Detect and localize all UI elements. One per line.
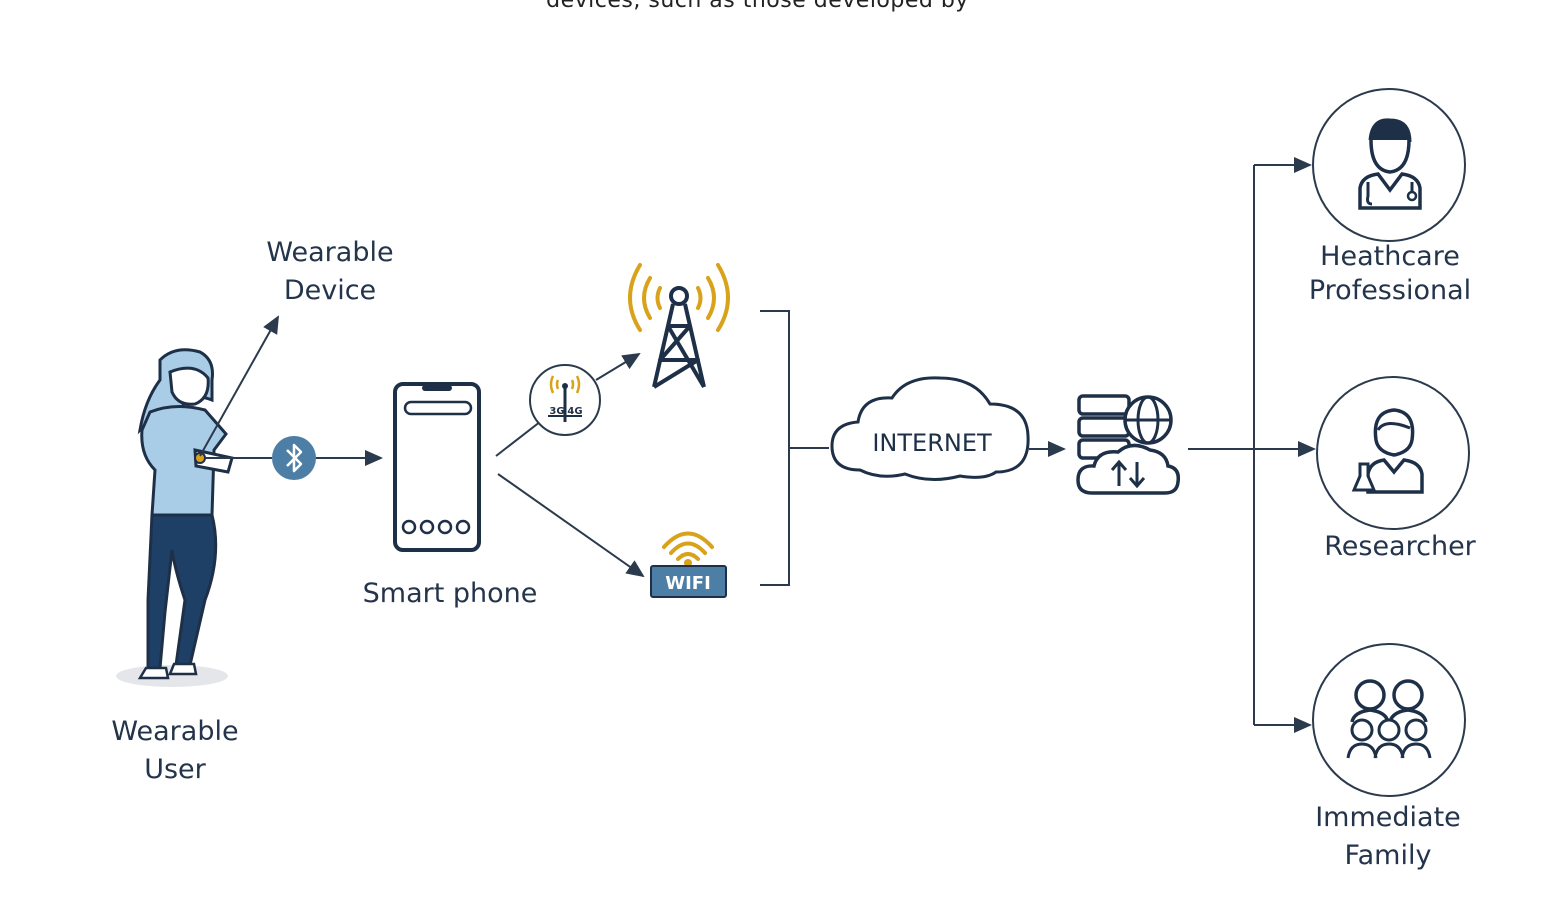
wearable-device-arrow	[199, 315, 279, 457]
cloud-icon	[830, 376, 1030, 481]
wearable-user-line1: Wearable	[111, 716, 239, 747]
healthcare-line1: Heathcare	[1320, 241, 1460, 272]
wifi-icon	[650, 531, 727, 598]
server-cloud-icon	[1076, 394, 1181, 495]
smartphone-icon	[393, 382, 481, 552]
wearable-user-label: Wearable User	[85, 713, 265, 789]
healthcare-line2: Professional	[1308, 275, 1472, 306]
network-bracket	[760, 310, 829, 586]
researcher-label: Researcher	[1324, 531, 1476, 562]
figure-caption: devices, such as those developed by	[546, 0, 969, 13]
cell-badge-4g: 4G	[567, 406, 582, 417]
person-icon	[116, 348, 234, 687]
healthcare-label: Heathcare Professional	[1290, 240, 1490, 308]
family-line2: Family	[1344, 840, 1432, 871]
wearable-user-line2: User	[144, 754, 206, 785]
phone-to-wifi-arrow	[497, 473, 645, 578]
wifi-label: WIFI	[665, 573, 711, 594]
bluetooth-icon	[272, 436, 316, 480]
smart-phone-label: Smart phone	[362, 578, 538, 609]
internet-label: INTERNET	[872, 429, 992, 457]
family-line1: Immediate	[1315, 802, 1461, 833]
family-label: Immediate Family	[1288, 799, 1488, 875]
phone-to-cell-line	[495, 417, 546, 457]
cell-badge-3g: 3G	[549, 406, 564, 417]
family-icon	[1312, 643, 1466, 797]
wearable-device-label: Wearable Device	[240, 234, 420, 310]
researcher-icon	[1316, 376, 1470, 530]
cell-tower-icon	[628, 263, 730, 389]
cell-badge-icon	[529, 364, 601, 436]
cell-to-tower-arrow	[595, 352, 641, 381]
wearable-device-line2: Device	[283, 275, 377, 306]
wearable-device-line1: Wearable	[266, 237, 394, 268]
doctor-icon	[1312, 88, 1466, 242]
